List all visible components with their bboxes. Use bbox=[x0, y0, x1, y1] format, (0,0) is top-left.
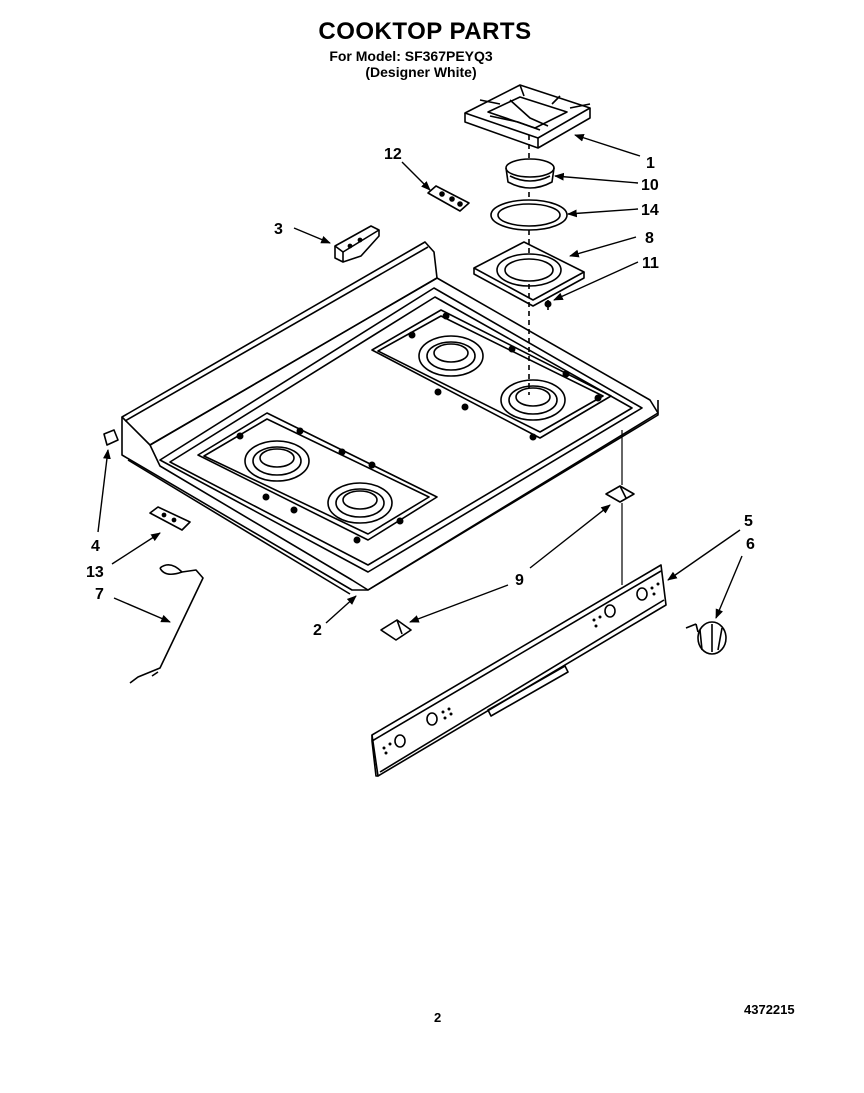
callout-5: 5 bbox=[744, 513, 753, 530]
page-number: 2 bbox=[434, 1010, 442, 1025]
callout-2: 2 bbox=[313, 622, 322, 639]
burner-cap bbox=[505, 158, 555, 189]
color-variant: (Designer White) bbox=[365, 64, 477, 80]
callout-4: 4 bbox=[91, 538, 100, 555]
callout-1: 1 bbox=[646, 155, 655, 172]
callout-labels: 1 10 14 8 11 12 3 4 13 7 2 9 5 6 bbox=[86, 146, 755, 639]
callout-11: 11 bbox=[642, 255, 659, 272]
callout-9: 9 bbox=[515, 572, 524, 589]
bracket-12 bbox=[427, 185, 470, 212]
cooktop-panel bbox=[121, 241, 659, 595]
callout-7: 7 bbox=[95, 586, 104, 603]
page-title: COOKTOP PARTS bbox=[318, 18, 532, 45]
callout-6: 6 bbox=[746, 536, 755, 553]
callout-8: 8 bbox=[645, 230, 654, 247]
hinge bbox=[103, 429, 119, 446]
control-panel bbox=[371, 564, 667, 777]
burner-ring bbox=[490, 199, 568, 231]
clip-upper bbox=[605, 485, 635, 503]
burner-grate bbox=[464, 84, 591, 149]
plate-screws bbox=[236, 312, 602, 544]
control-knob bbox=[685, 621, 727, 655]
bracket-3 bbox=[334, 225, 380, 263]
document-number: 4372215 bbox=[744, 1002, 795, 1017]
callout-13: 13 bbox=[86, 564, 104, 581]
leader-lines bbox=[97, 133, 743, 624]
bracket-13 bbox=[149, 506, 191, 531]
support-rod bbox=[129, 564, 204, 684]
model-number: For Model: SF367PEYQ3 bbox=[329, 48, 493, 64]
clip-lower bbox=[380, 619, 412, 641]
control-panel-marks bbox=[382, 582, 660, 755]
callout-10: 10 bbox=[641, 177, 659, 194]
callout-3: 3 bbox=[274, 221, 283, 238]
burner-bowl bbox=[473, 241, 585, 307]
callout-14: 14 bbox=[641, 202, 659, 219]
callout-12: 12 bbox=[384, 146, 402, 163]
